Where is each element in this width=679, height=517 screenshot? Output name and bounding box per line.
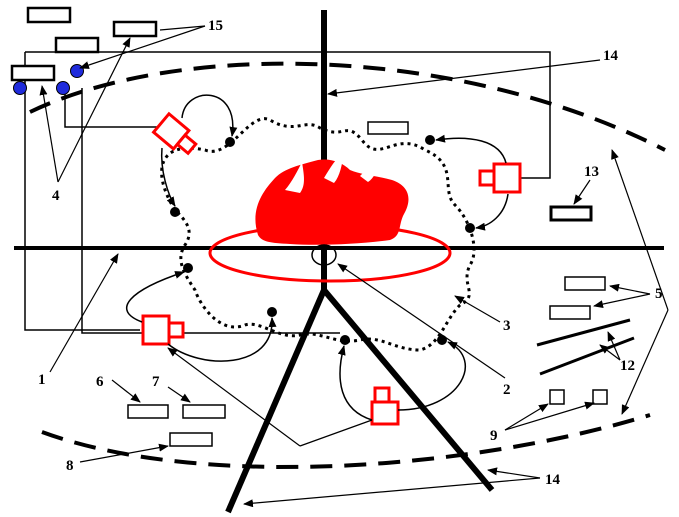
observation-point <box>340 335 350 345</box>
frame-line-outer <box>24 51 551 331</box>
label-12: 12 <box>620 358 635 374</box>
observation-point <box>267 307 277 317</box>
label-5: 5 <box>655 286 663 302</box>
label-2: 2 <box>503 382 511 398</box>
barrier-line <box>536 318 631 347</box>
observation-point <box>225 137 235 147</box>
sensor-dot <box>70 64 84 78</box>
label-1: 1 <box>38 372 46 388</box>
equipment-box <box>54 36 100 54</box>
observation-point <box>437 335 447 345</box>
flame-highlight-center <box>324 152 344 183</box>
center-point-ring <box>311 244 337 266</box>
view-arrow <box>475 193 509 231</box>
camera-link-line <box>64 88 160 128</box>
view-arrow <box>126 271 185 323</box>
unit-box <box>367 121 409 135</box>
label-3: 3 <box>503 318 511 334</box>
callout-12b <box>607 331 621 361</box>
fire-zone-boundary <box>160 117 476 352</box>
unit-box-9b <box>592 389 608 405</box>
equipment-box <box>26 6 72 24</box>
callout-4b <box>57 37 131 183</box>
sensor-dot <box>56 81 70 95</box>
label-15: 15 <box>208 18 223 34</box>
equipment-box <box>10 64 56 82</box>
callout-9b <box>504 401 595 431</box>
callout-15b <box>159 25 206 31</box>
unit-box-13 <box>549 205 593 222</box>
camera-icon-bottom-left <box>141 314 185 346</box>
unit-box-8 <box>169 432 213 447</box>
view-arrow <box>167 317 277 362</box>
outer-boundary-top <box>29 61 666 152</box>
sensor-dot <box>13 81 27 95</box>
callout-9a <box>504 403 549 431</box>
unit-box-6 <box>127 404 169 419</box>
callout-boundary-top <box>611 149 669 311</box>
view-arrow <box>397 341 467 411</box>
callout-7 <box>167 386 191 403</box>
callout-14-top <box>327 59 601 97</box>
observation-point <box>465 223 475 233</box>
inner-zone-ellipse <box>208 223 452 283</box>
barrier-line <box>539 336 635 376</box>
camera-icon-right <box>478 162 522 194</box>
callout-6 <box>111 379 141 403</box>
road-branch-right <box>321 288 495 492</box>
camera-icon-bottom-center <box>370 386 400 426</box>
callout-5b <box>593 293 651 309</box>
view-arrow <box>160 147 176 207</box>
callout-5a <box>609 283 651 295</box>
road-branch-left <box>225 288 327 514</box>
callout-2 <box>337 263 506 379</box>
view-arrow <box>181 94 238 137</box>
callout-14-bottom-b <box>243 477 541 508</box>
unit-box-7 <box>182 404 226 419</box>
camera-icon-top-left <box>151 111 198 156</box>
callout-4a <box>39 85 59 183</box>
callout-1 <box>49 253 119 373</box>
outer-boundary-bottom <box>41 413 651 469</box>
flame-highlight-left <box>285 162 304 193</box>
observation-point <box>425 135 435 145</box>
view-arrow <box>337 345 373 421</box>
flame-highlight-right <box>360 160 380 182</box>
unit-box-5b <box>549 305 591 320</box>
callout-15a <box>79 25 206 69</box>
equipment-box <box>112 20 158 38</box>
label-14-top: 14 <box>603 48 619 64</box>
label-13: 13 <box>584 164 599 180</box>
callout-boundary-bottom <box>621 309 669 415</box>
unit-box-9a <box>549 389 565 405</box>
view-arrow <box>435 134 507 164</box>
label-7: 7 <box>152 374 160 390</box>
label-4: 4 <box>52 188 60 204</box>
callout-12a <box>599 344 621 361</box>
callout-13 <box>573 179 591 205</box>
callout-8 <box>79 443 169 463</box>
callout-14-bottom-a <box>487 467 541 479</box>
callout-3 <box>454 295 501 323</box>
label-6: 6 <box>96 374 104 390</box>
label-8: 8 <box>66 458 74 474</box>
label-9: 9 <box>490 428 498 444</box>
callout-camera-link-2 <box>167 347 301 447</box>
observation-point <box>183 263 193 273</box>
label-14-bottom: 14 <box>545 472 561 488</box>
callout-camera-link <box>299 419 373 447</box>
observation-point <box>170 207 180 217</box>
frame-line-inner <box>81 88 340 334</box>
unit-box-5a <box>564 276 606 291</box>
